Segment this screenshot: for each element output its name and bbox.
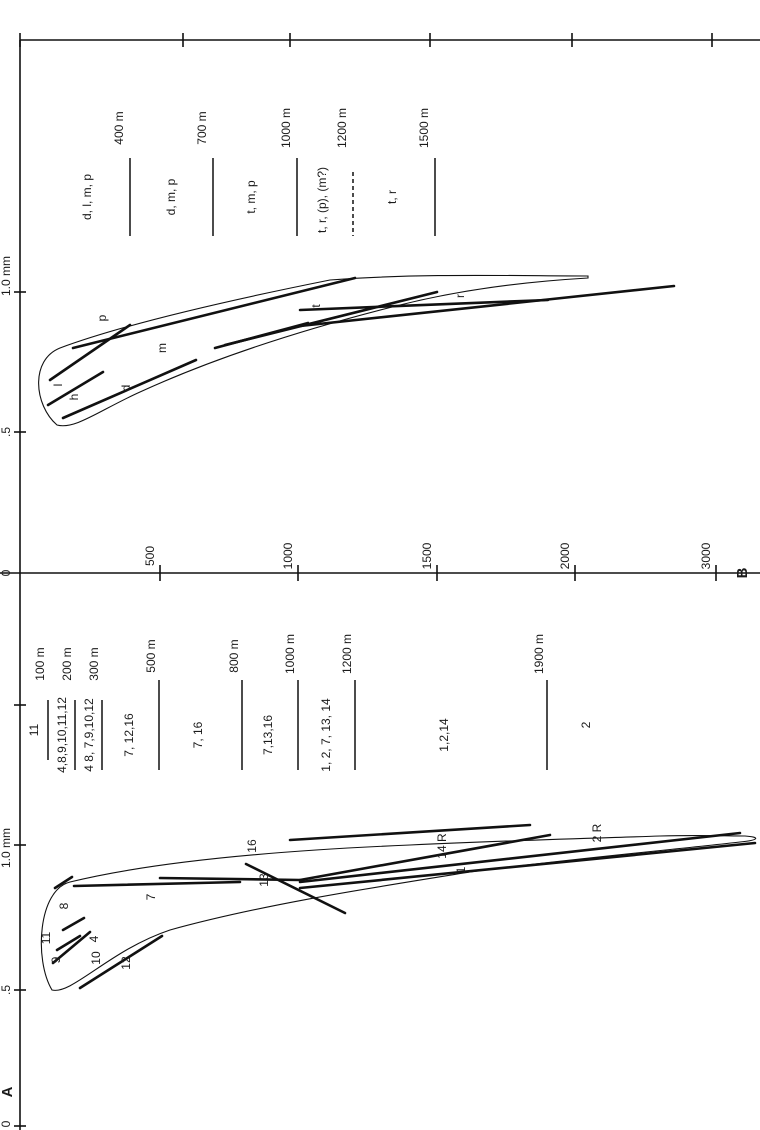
segment-label: r [453, 294, 467, 298]
depth-marker-label: 1200 m [340, 634, 354, 674]
panel-a-segment [290, 825, 530, 840]
zone-label: 1, 2, 7, 13, 14 [319, 698, 333, 772]
depth-marker-label: 100 m [33, 647, 47, 680]
segment-label: 10 [89, 951, 103, 965]
center-depth-label: 3000 [699, 542, 713, 569]
panel-b: l h d m p t r 400 m 700 m 1000 m 1200 m … [39, 108, 674, 426]
segment-label: m [155, 343, 169, 353]
zone-label: 11 [27, 723, 41, 736]
depth-marker-label: 700 m [195, 111, 209, 144]
depth-marker-label: 1200 m [335, 108, 349, 148]
zone-label: 4,8,9,10,11,12 [55, 697, 69, 773]
panel-b-scale: .5 1.0 mm [0, 256, 26, 437]
panel-a-letter: A [0, 1086, 16, 1097]
scale-label-half: .5 [0, 985, 13, 995]
segment-label: 13 [257, 873, 271, 887]
panel-b-envelope [39, 275, 588, 425]
segment-label: 1 [454, 866, 468, 873]
segment-label: 8 [57, 902, 71, 909]
panel-a-segment [300, 843, 755, 888]
center-depth-axis: 0 500 1000 1500 2000 3000 B [0, 542, 760, 581]
segment-label: 14 R [435, 833, 449, 859]
panel-b-scale-label: 1.0 mm [0, 256, 13, 296]
zone-label: t, m, p [244, 180, 258, 214]
segment-label: 11 [39, 931, 53, 944]
zone-label: 7,13,16 [261, 715, 275, 755]
scale-label-one: 1.0 mm [0, 828, 13, 868]
zone-label: d, m, p [164, 178, 178, 215]
panel-b-letter: B [734, 567, 751, 578]
segment-label: 9 [49, 956, 63, 963]
zone-label: t, r, (p), (m?) [315, 167, 329, 233]
segment-label: 12 [119, 956, 133, 970]
zone-label: 1,2,14 [437, 718, 451, 752]
zone-label: 7, 16 [191, 721, 205, 748]
segment-label: l [51, 384, 65, 387]
center-depth-label: 2000 [558, 542, 572, 569]
segment-label: 16 [245, 839, 259, 853]
panel-b-segment [225, 292, 437, 345]
zone-label: t, r [385, 190, 399, 204]
panel-a-scale: 0 .5 1.0 mm A [0, 40, 26, 1130]
segment-label: t [309, 304, 323, 308]
panel-a-segment [246, 864, 345, 913]
panel-b-segment [73, 278, 355, 348]
center-depth-label: 1000 [281, 542, 295, 569]
depth-marker-label: 200 m [60, 647, 74, 680]
depth-marker-label: 500 m [144, 639, 158, 672]
panel-b-scale-label: .5 [0, 427, 13, 437]
zone-label: 4 8, 7,9,10,12 [82, 698, 96, 772]
panel-a-envelope [41, 836, 755, 991]
depth-marker-label: 1500 m [417, 108, 431, 148]
axis-zero-label: 0 [0, 569, 13, 576]
zone-label: 7, 12,16 [122, 713, 136, 757]
top-scale-axis [20, 33, 760, 47]
segment-label: p [95, 314, 109, 321]
center-depth-label: 500 [143, 546, 157, 566]
panel-b-segment [300, 300, 548, 310]
segment-label: 2 R [590, 823, 604, 842]
segment-label: 4 [87, 935, 101, 942]
depth-marker-label: 1000 m [279, 108, 293, 148]
panel-a: 9 11 8 10 4 12 7 16 13 14 R 1 2 R 100 m … [27, 634, 756, 990]
segment-label: d [119, 385, 133, 392]
panel-a-segment [74, 882, 240, 886]
depth-marker-label: 300 m [87, 647, 101, 680]
panel-b-segment [300, 286, 674, 326]
panel-b-segment [50, 325, 130, 380]
scale-label-zero: 0 [0, 1120, 13, 1127]
depth-marker-label: 1000 m [283, 634, 297, 674]
depth-marker-label: 1900 m [532, 634, 546, 674]
zone-label: d, l, m, p [80, 174, 94, 220]
segment-label: 7 [144, 893, 158, 900]
panel-a-segment [63, 918, 84, 930]
zone-label: 2 [579, 721, 593, 728]
depth-marker-label: 400 m [112, 111, 126, 144]
segment-label: h [67, 394, 81, 401]
center-depth-label: 1500 [420, 542, 434, 569]
depth-marker-label: 800 m [227, 639, 241, 672]
